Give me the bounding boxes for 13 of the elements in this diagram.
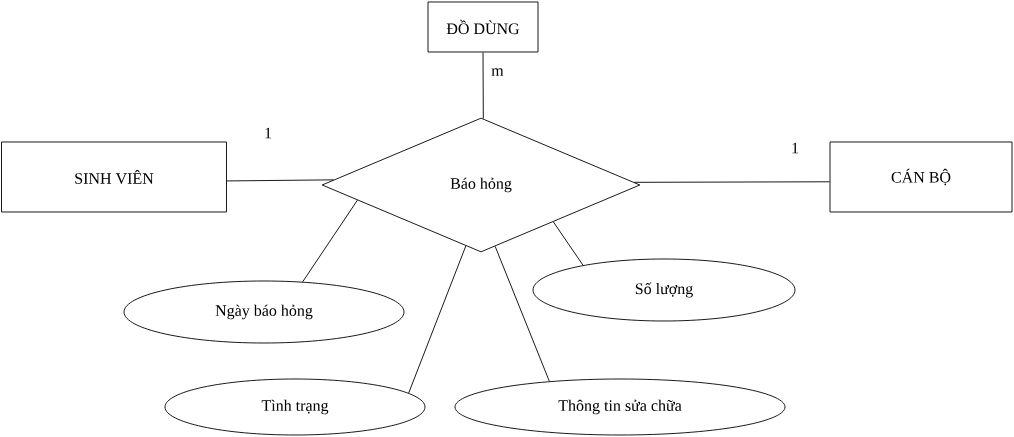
connector-line: [408, 245, 467, 394]
connector-line: [226, 179, 335, 182]
connector-line: [633, 181, 830, 183]
connector-line: [302, 199, 358, 283]
connector-line: [482, 52, 484, 119]
connector-line: [552, 221, 584, 266]
entity-box: CÁN BỘ: [829, 141, 1013, 213]
cardinality-label: 1: [792, 142, 799, 154]
cardinality-label: 1: [265, 127, 272, 139]
cardinality-label: m: [491, 68, 504, 76]
entity-box: ĐỒ DÙNG: [427, 1, 539, 53]
connector-line: [494, 246, 550, 382]
entity-box: SINH VIÊN: [1, 141, 227, 213]
